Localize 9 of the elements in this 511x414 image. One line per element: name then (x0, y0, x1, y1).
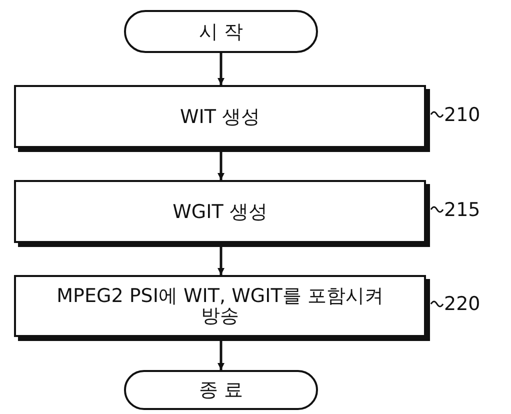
terminal-box: 시 작 (124, 10, 318, 53)
callout-number: 215 (444, 198, 480, 220)
arrow (218, 247, 224, 275)
terminal-box: 종 료 (124, 370, 318, 410)
arrow (218, 152, 224, 180)
arrow (218, 53, 224, 85)
callout-number: 220 (444, 293, 480, 315)
callout-number: 210 (444, 104, 480, 126)
arrow (218, 341, 224, 370)
